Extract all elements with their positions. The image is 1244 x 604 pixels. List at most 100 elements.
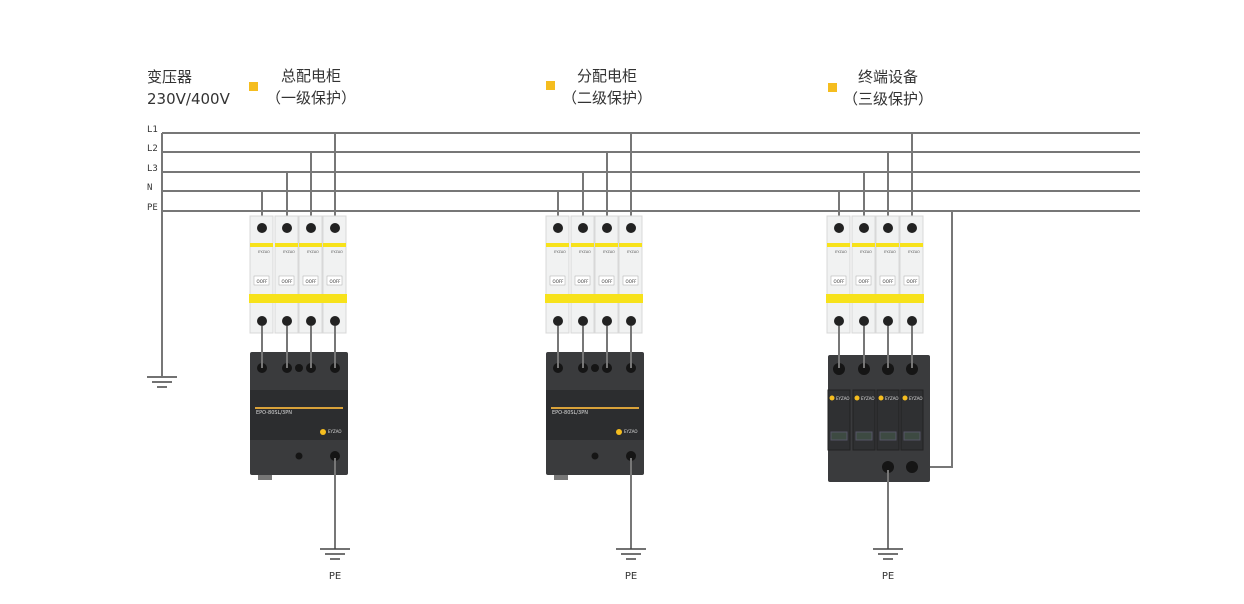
breaker-label: OOFF	[257, 279, 269, 284]
breaker-body	[274, 215, 299, 334]
stage-2-subtitle: （二级保护）	[561, 89, 652, 107]
stage-3: OOFFEYZAOOOFFEYZAOOOFFEYZAOOOFFEYZAOEYZA…	[826, 133, 953, 582]
spd-label-stripe	[255, 407, 343, 409]
spd-brand-logo: EYZAO	[624, 429, 638, 434]
spd-input-terminal	[833, 363, 845, 375]
breaker-window	[253, 275, 270, 286]
ground-icon	[320, 548, 350, 560]
breaker-handle	[570, 294, 595, 303]
breaker-brand-logo: EYZAO	[835, 250, 847, 254]
breaker-bottom-terminal	[330, 316, 340, 326]
spd-status-window	[903, 431, 921, 441]
stage-2-heading: 分配电柜 （二级保护）	[547, 65, 667, 109]
stage-3-title: 终端设备	[857, 68, 918, 86]
ground-icon	[616, 548, 646, 560]
breaker-brand-logo: EYZAO	[603, 250, 615, 254]
breaker-top-terminal	[257, 223, 267, 233]
breaker-top-terminal	[626, 223, 636, 233]
spd-device: EPO-80SL/3PN EYZAO	[546, 352, 644, 480]
breaker-label: OOFF	[626, 279, 638, 284]
breaker-handle	[545, 294, 570, 303]
stage-2: OOFFEYZAOOOFFEYZAOOOFFEYZAOOOFFEYZAOEPO-…	[545, 133, 646, 582]
breaker-handle	[875, 294, 900, 303]
stages: OOFFEYZAOOOFFEYZAOOOFFEYZAOOOFFEYZAOEPO-…	[249, 133, 953, 582]
breaker-window	[903, 275, 920, 286]
breaker-top-terminal	[578, 223, 588, 233]
breaker-stripe	[323, 243, 346, 247]
breaker-bottom-terminal	[282, 316, 292, 326]
ground-icon	[873, 548, 903, 560]
breaker-window	[598, 275, 615, 286]
breaker-window	[622, 275, 639, 286]
breaker-top-terminal	[306, 223, 316, 233]
spd-brand-icon	[320, 429, 326, 435]
breaker-body	[618, 215, 643, 334]
breaker-stripe	[619, 243, 642, 247]
stage-1-marker-icon	[249, 82, 258, 91]
breaker-body	[875, 215, 900, 334]
breaker-brand-logo: EYZAO	[860, 250, 872, 254]
breaker-bottom-terminal	[907, 316, 917, 326]
breaker-body	[851, 215, 876, 334]
breaker-top-terminal	[883, 223, 893, 233]
breaker-bottom-terminal	[602, 316, 612, 326]
breaker-handle	[298, 294, 323, 303]
spd-brand-icon	[829, 395, 835, 401]
spd-brand-logo: EYZAO	[861, 396, 875, 401]
spd-brand-icon	[878, 395, 884, 401]
stage-1-subtitle: （一级保护）	[265, 89, 356, 107]
breaker-label: OOFF	[883, 279, 895, 284]
breaker-handle	[851, 294, 876, 303]
breaker-label: OOFF	[859, 279, 871, 284]
breaker-stripe	[827, 243, 850, 247]
breaker-bottom-terminal	[257, 316, 267, 326]
breaker-window	[855, 275, 872, 286]
breaker-top-terminal	[859, 223, 869, 233]
breaker-handle	[899, 294, 924, 303]
spd-input-terminal	[858, 363, 870, 375]
bus-label-l1: L1	[147, 125, 158, 135]
breaker-bottom-terminal	[883, 316, 893, 326]
breaker-window	[326, 275, 343, 286]
breaker-body	[899, 215, 924, 334]
breaker-stripe	[299, 243, 322, 247]
stage-3-marker-icon	[828, 83, 837, 92]
pe-bus-wire	[930, 211, 953, 468]
breaker-window	[278, 275, 295, 286]
spd-input-terminal	[906, 363, 918, 375]
breaker-handle	[594, 294, 619, 303]
breaker-body	[570, 215, 595, 334]
spd-front-panel	[250, 390, 348, 440]
breaker-stripe	[852, 243, 875, 247]
breaker-body	[249, 215, 274, 334]
breaker-top-terminal	[330, 223, 340, 233]
breaker-window	[574, 275, 591, 286]
breaker-top-terminal	[907, 223, 917, 233]
spd-rail-clip	[554, 475, 568, 480]
spd-brand-logo: EYZAO	[836, 396, 850, 401]
spd-status-window	[855, 431, 873, 441]
breaker-brand-logo: EYZAO	[283, 250, 295, 254]
stage-3-heading: 终端设备 （三级保护）	[828, 66, 948, 110]
spd-brand-logo: EYZAO	[909, 396, 923, 401]
transformer-label: 变压器 230V/400V	[147, 66, 230, 110]
breaker-top-terminal	[282, 223, 292, 233]
ground-label: PE	[329, 571, 341, 582]
breaker-brand-logo: EYZAO	[258, 250, 270, 254]
bus-label-n: N	[147, 183, 152, 193]
spd-model-label: EPO-80SL/3PN	[552, 410, 588, 416]
breaker-body	[545, 215, 570, 334]
breaker-bottom-terminal	[859, 316, 869, 326]
spd-brand-logo: EYZAO	[328, 429, 342, 434]
breaker-handle	[322, 294, 347, 303]
breaker-brand-logo: EYZAO	[331, 250, 343, 254]
spd-status-window	[879, 431, 897, 441]
breaker-window	[549, 275, 566, 286]
breaker-label: OOFF	[306, 279, 318, 284]
